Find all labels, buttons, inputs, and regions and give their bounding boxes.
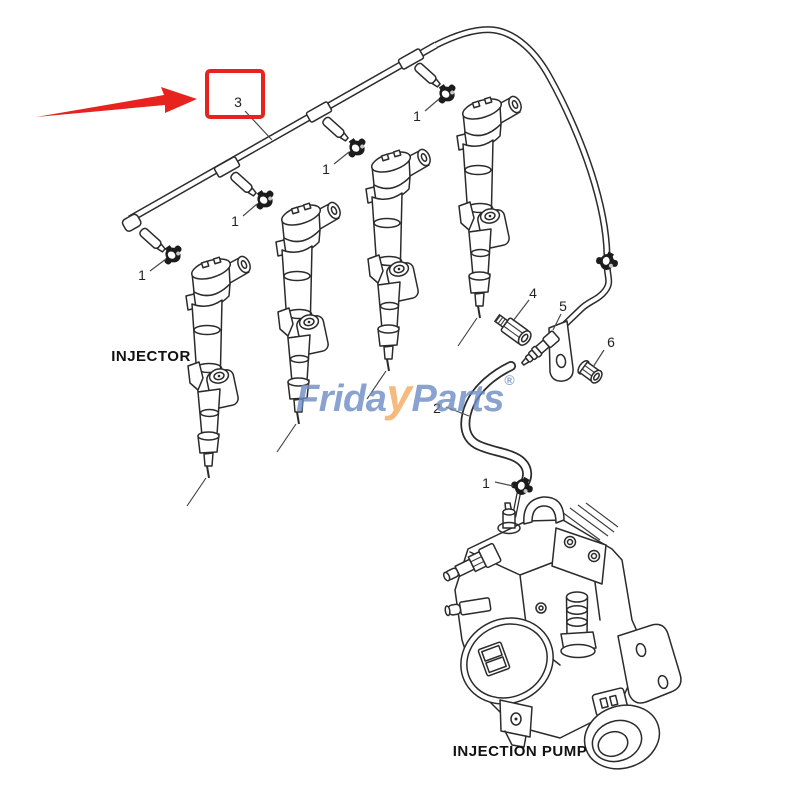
- rail-joint: [397, 48, 425, 70]
- rail-branch: [322, 116, 349, 142]
- injector-label: INJECTOR: [111, 348, 191, 365]
- watermark-logo: FridayParts®: [296, 369, 515, 421]
- watermark-registered: ®: [504, 372, 515, 388]
- highlight-arrow-icon: [36, 87, 197, 117]
- callout-1-injector2: 1: [231, 213, 239, 229]
- callout-1-injector3: 1: [322, 161, 330, 177]
- bolt-6: [577, 360, 603, 384]
- highlight-box: [205, 69, 265, 119]
- injector-1: [185, 253, 254, 507]
- watermark-frida: Frida: [296, 378, 387, 420]
- clamp-injector-2: [249, 184, 279, 214]
- rail-branch: [414, 62, 441, 88]
- fuel-return-rail: [121, 26, 613, 336]
- callout-3-rail: 3: [234, 94, 242, 110]
- injection-pump: [442, 496, 682, 770]
- callout-1-injector4: 1: [413, 108, 421, 124]
- callout-6-bolt: 6: [607, 334, 615, 350]
- watermark-y-swoosh: y: [384, 369, 414, 421]
- bracket-assembly: [494, 314, 603, 384]
- watermark-parts: Parts: [412, 378, 505, 420]
- callout-4-fitting: 4: [529, 285, 537, 301]
- rail-branch: [230, 171, 257, 197]
- fitting-4: [494, 314, 532, 346]
- injection-pump-label: INJECTION PUMP: [453, 743, 588, 760]
- callout-1-injector1: 1: [138, 267, 146, 283]
- callout-1-pump-hose: 1: [482, 475, 490, 491]
- rail-branch: [139, 227, 166, 253]
- tube-end-fitting: [521, 330, 560, 366]
- rail-joint: [213, 156, 241, 178]
- rail-joint: [305, 101, 333, 123]
- callout-5-bracket: 5: [559, 298, 567, 314]
- bracket-5: [548, 320, 574, 382]
- injector-3: [365, 146, 434, 400]
- callout-2-hose: 2: [433, 400, 441, 416]
- injector-4: [456, 93, 525, 347]
